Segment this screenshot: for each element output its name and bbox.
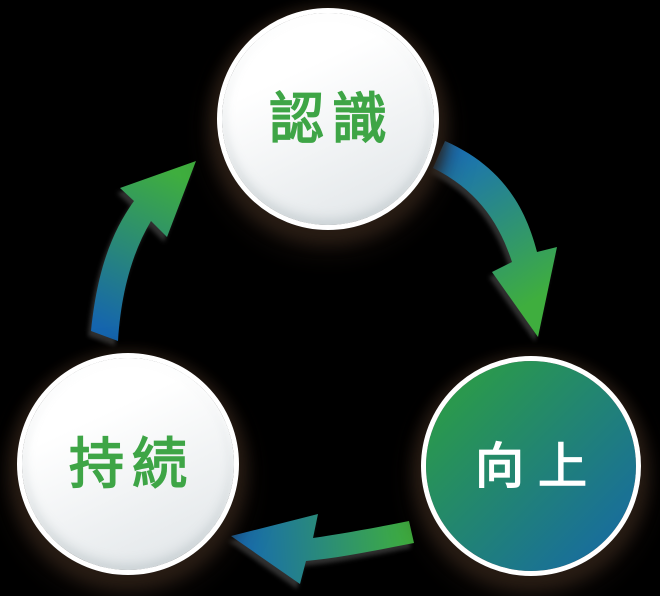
node-improvement: 向上 <box>421 356 641 576</box>
node-sustain: 持続 <box>17 353 239 575</box>
node-awareness: 認識 <box>217 8 439 230</box>
arrow-awareness-to-improvement <box>433 141 557 337</box>
arrow-improvement-to-sustain <box>231 514 414 584</box>
node-awareness-label: 認識 <box>268 86 395 151</box>
arrow-sustain-to-awareness <box>91 161 196 341</box>
node-improvement-label: 向上 <box>474 437 601 495</box>
node-sustain-label: 持続 <box>68 431 195 496</box>
